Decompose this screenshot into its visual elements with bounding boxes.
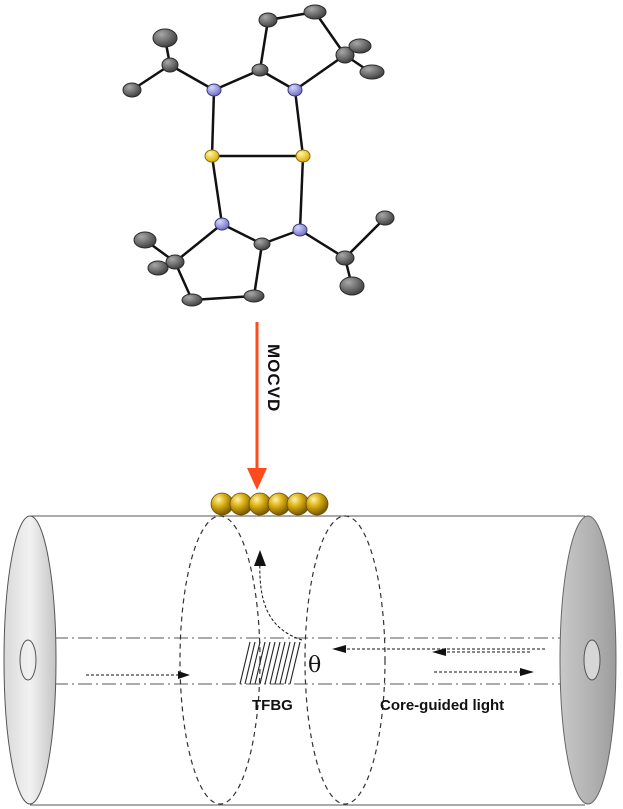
nitrogen-atom [206, 83, 222, 97]
carbon-atom [348, 38, 372, 54]
carbon-atom [152, 28, 178, 48]
carbon-atom [339, 276, 365, 296]
nitrogen-atom [214, 217, 230, 231]
mocvd-arrow: MOCVD [247, 322, 283, 490]
molecule-structure [122, 4, 395, 307]
fiber-left-end [3, 515, 57, 805]
carbon-atom [133, 231, 157, 249]
carbon-atom [375, 210, 395, 226]
fiber-left-core [19, 639, 37, 681]
tfbg-label: TFBG [252, 697, 293, 714]
mocvd-arrow-head [247, 468, 267, 490]
cross-section-right [304, 515, 386, 805]
tfbg-grating [239, 641, 301, 685]
carbon-atom [165, 254, 185, 270]
carbon-atom [359, 64, 385, 80]
carbon-atom [181, 293, 203, 307]
fiber-cylinder [3, 515, 617, 806]
carbon-atom [335, 250, 355, 266]
nitrogen-atom [292, 223, 308, 237]
sulfur-atom [295, 149, 311, 163]
reflected-arrow-head [332, 645, 346, 653]
nitrogen-atoms [206, 83, 308, 237]
gold-nanoparticles [210, 492, 329, 516]
core-guided-back-head [432, 648, 446, 656]
carbon-atom [147, 260, 169, 276]
sulfur-atoms [204, 149, 311, 163]
carbon-atom [243, 289, 265, 303]
mocvd-label: MOCVD [264, 344, 283, 412]
carbon-atoms [122, 4, 395, 307]
core-guided-light-label: Core-guided light [380, 697, 504, 714]
cladding-mode-arrow [259, 559, 303, 641]
nitrogen-atom [287, 83, 303, 97]
fiber-right-core [583, 639, 601, 681]
cross-section-left [179, 515, 261, 805]
carbon-atom [335, 46, 355, 64]
carbon-atom [251, 63, 269, 77]
light-arrows [86, 550, 545, 679]
carbon-atom [303, 4, 327, 20]
cladding-mode-arrow-head [254, 550, 266, 566]
gold-nanoparticle [305, 492, 329, 516]
incident-arrow-head [178, 671, 190, 679]
sulfur-atom [204, 149, 220, 163]
core-guided-forward-head [520, 668, 534, 676]
carbon-atom [258, 12, 278, 28]
carbon-atom [122, 82, 142, 98]
carbon-atom [253, 237, 271, 251]
carbon-atom [161, 57, 179, 73]
theta-label: θ [308, 653, 321, 678]
